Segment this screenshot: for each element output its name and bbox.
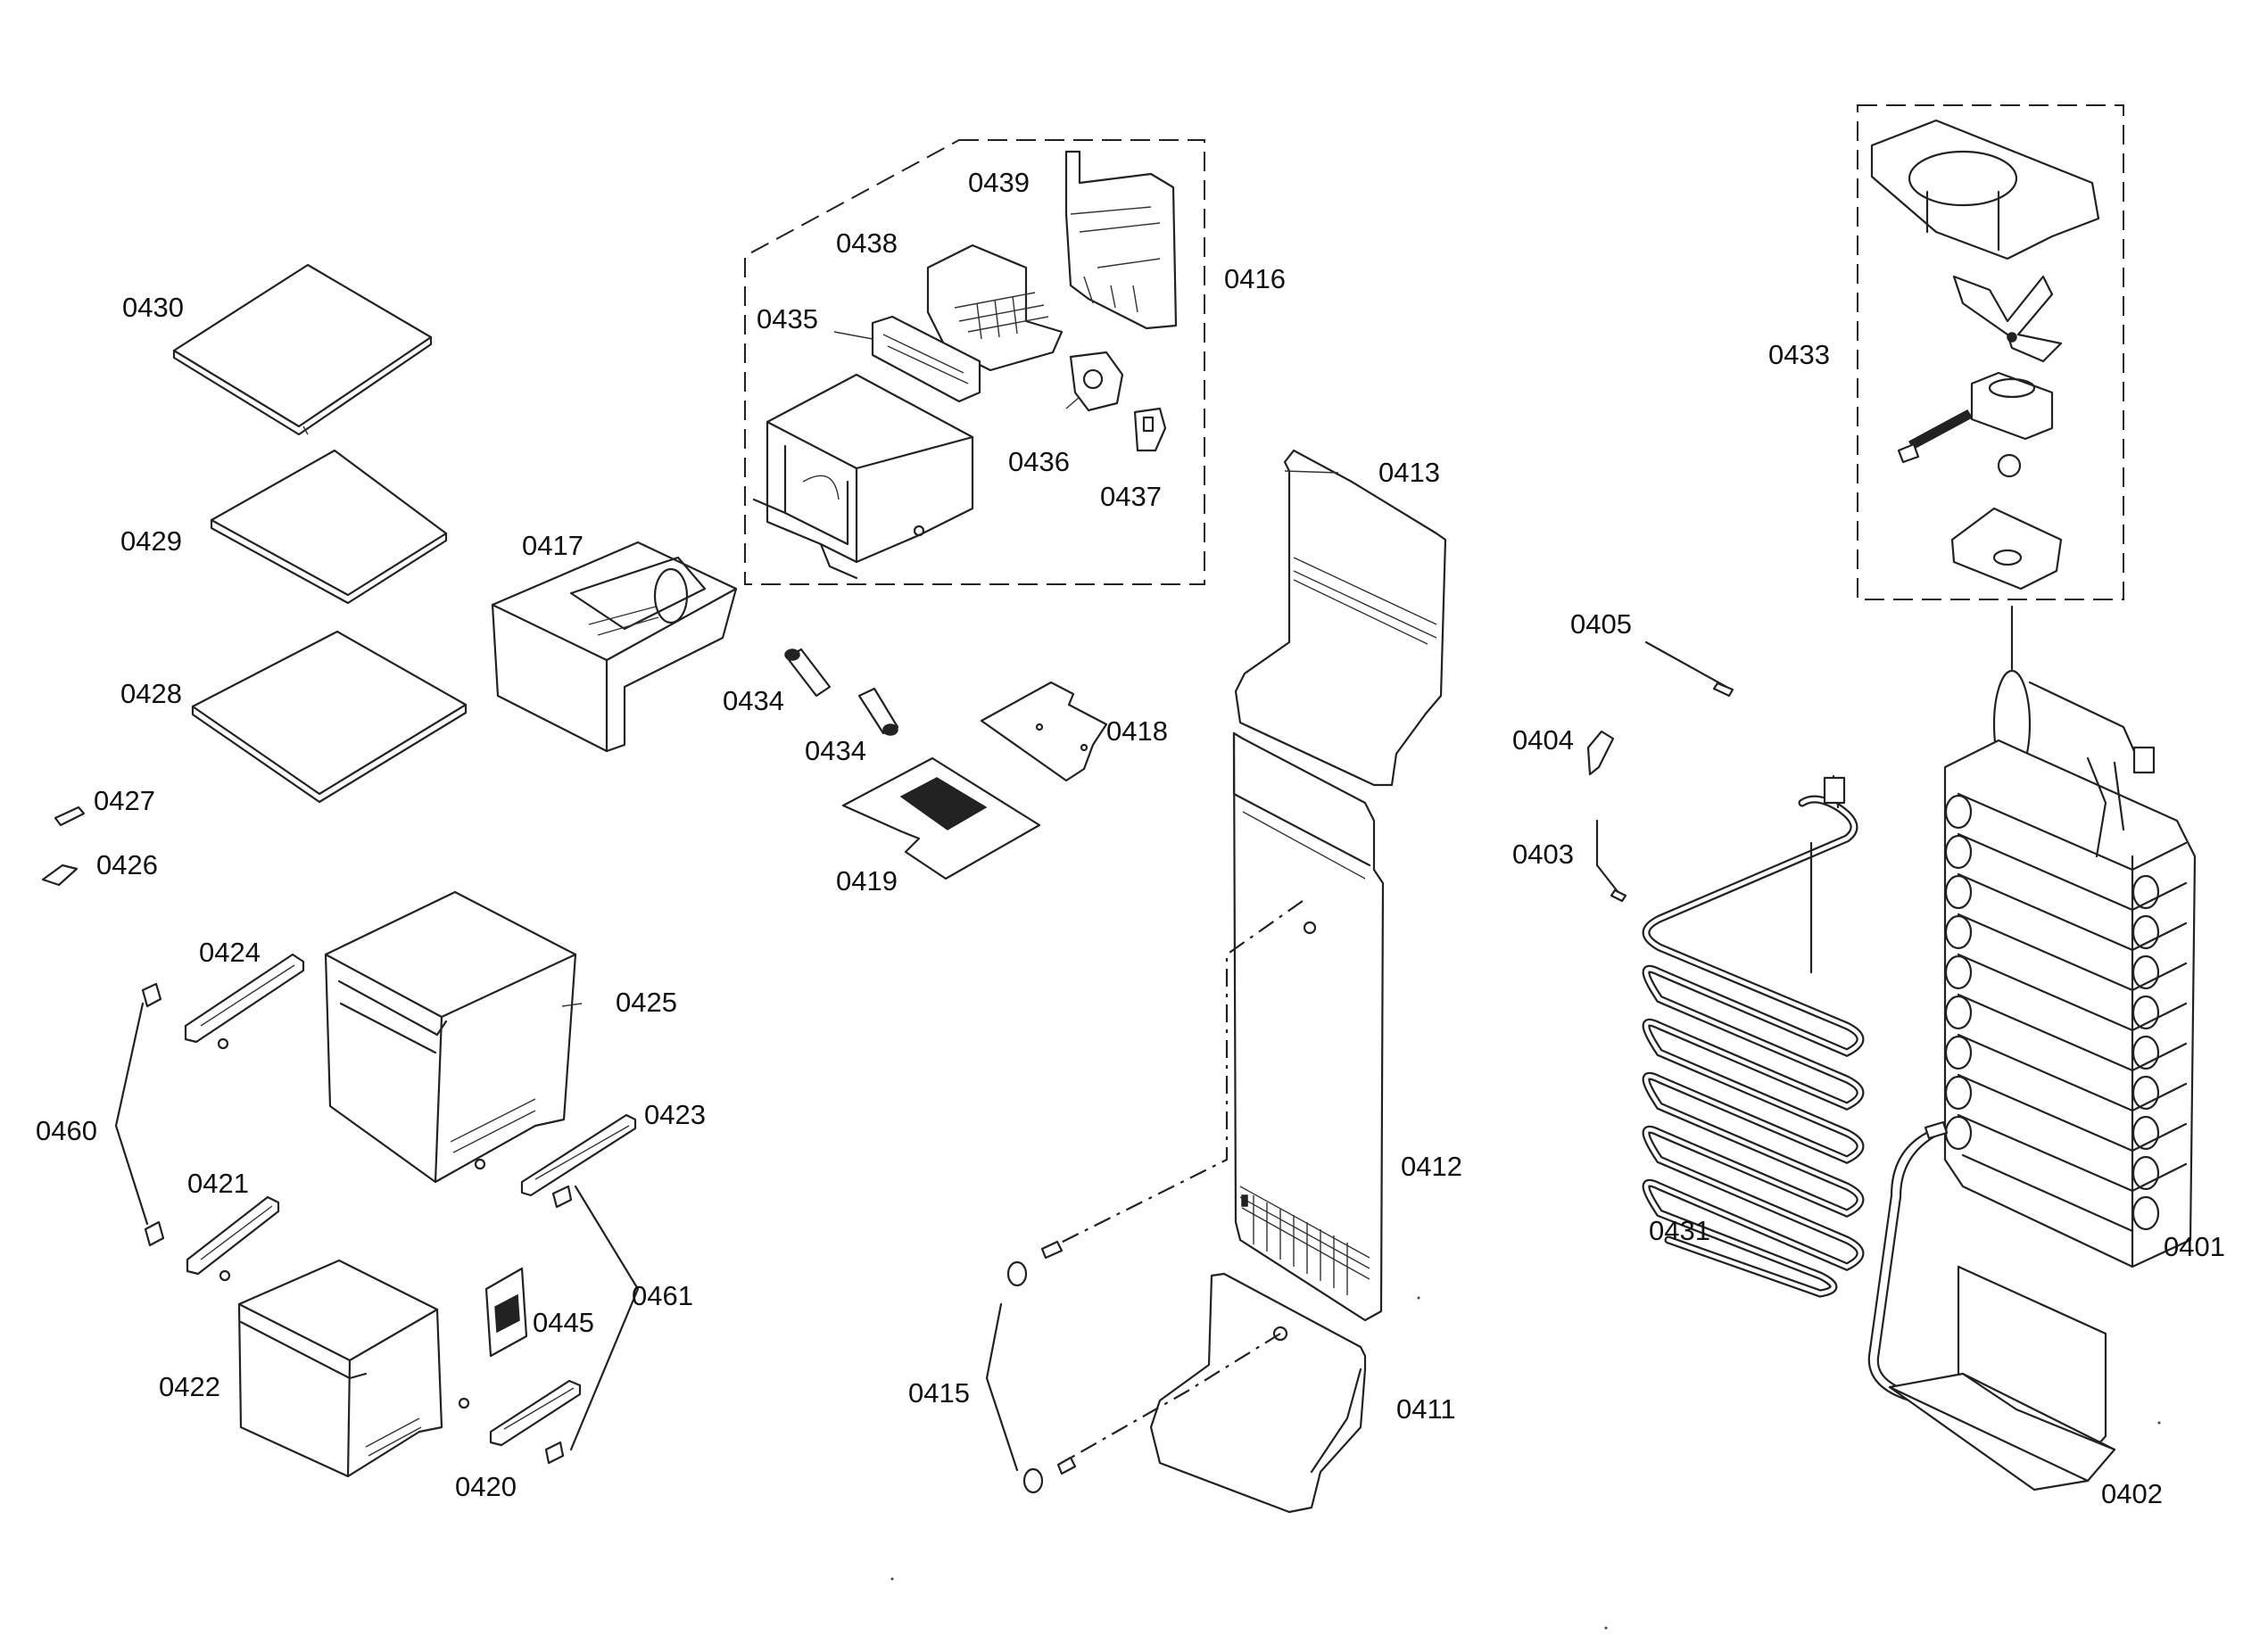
label-0429: 0429 — [120, 525, 182, 557]
stopper-0461-a — [551, 1185, 573, 1209]
label-0423: 0423 — [644, 1099, 706, 1130]
label-0425: 0425 — [616, 987, 677, 1018]
heater-0431 — [1642, 774, 1865, 1298]
drawer-0422 — [237, 1259, 443, 1478]
label-0412: 0412 — [1401, 1151, 1462, 1182]
label-0460: 0460 — [36, 1115, 97, 1146]
shelf-0430 — [172, 263, 433, 436]
icemaker-assembly-0416 — [744, 139, 1205, 585]
label-0405: 0405 — [1570, 608, 1632, 640]
cover-0411 — [1149, 1272, 1367, 1514]
rail-0424 — [184, 953, 305, 1050]
label-0404: 0404 — [1512, 724, 1574, 756]
switch-0437 — [1133, 407, 1167, 452]
label-0415: 0415 — [908, 1377, 970, 1409]
label-0420: 0420 — [455, 1471, 517, 1502]
fan-assembly-0433 — [1857, 104, 2124, 600]
stopper-0461-b — [544, 1441, 565, 1465]
label-0421: 0421 — [187, 1168, 249, 1199]
leader-0415 — [985, 1302, 1019, 1472]
drain-heater-0402 — [1867, 1120, 2116, 1491]
label-0416: 0416 — [1224, 263, 1286, 294]
speck — [2157, 1421, 2161, 1425]
screw-0415-a — [1040, 1240, 1064, 1260]
label-0418: 0418 — [1106, 715, 1168, 747]
speck — [1604, 1626, 1608, 1630]
stopper-0460-b — [144, 1220, 165, 1247]
fan-blade — [1952, 275, 2063, 363]
clip-0426 — [41, 863, 79, 887]
motor-0436 — [1069, 351, 1124, 412]
fuse-0403 — [1595, 819, 1627, 903]
label-0401: 0401 — [2164, 1231, 2225, 1262]
label-0434-b: 0434 — [805, 735, 866, 766]
sensor-0405 — [1644, 640, 1734, 698]
shelf-0428 — [191, 630, 468, 804]
label-0435: 0435 — [757, 303, 818, 335]
fan-grommet — [1997, 453, 2022, 478]
label-0439: 0439 — [968, 167, 1030, 198]
label-leaders — [561, 331, 1080, 1007]
label-0438: 0438 — [836, 227, 898, 259]
label-0437: 0437 — [1100, 481, 1162, 512]
rail-0423 — [520, 1113, 637, 1197]
label-0428: 0428 — [120, 678, 182, 709]
label-0433: 0433 — [1768, 339, 1830, 370]
screw-drawer-b — [458, 1397, 470, 1409]
label-0422: 0422 — [159, 1371, 220, 1402]
cover-0413 — [1234, 449, 1447, 787]
label-0403: 0403 — [1512, 839, 1574, 870]
panel-0412 — [1232, 731, 1385, 1322]
label-0413: 0413 — [1378, 457, 1440, 488]
screw-drawer-a — [474, 1158, 486, 1170]
shroud-plate-0435 — [871, 315, 981, 403]
auger-0434-b — [857, 687, 899, 736]
label-0426: 0426 — [96, 849, 158, 880]
leader-0460 — [114, 1002, 149, 1226]
part-labels: 0430 0429 0428 0427 0426 0424 0425 0460 … — [36, 167, 2225, 1509]
auger-0434-a — [784, 648, 832, 698]
rail-0421 — [186, 1195, 280, 1282]
label-0427: 0427 — [94, 785, 155, 816]
clip-0404 — [1586, 730, 1615, 776]
screw-0415-b — [1056, 1456, 1077, 1475]
label-0461: 0461 — [632, 1280, 693, 1311]
plate-0418 — [980, 681, 1108, 782]
shelf-0429 — [210, 449, 448, 605]
evaporator-0401 — [1943, 605, 2197, 1268]
label-0436: 0436 — [1008, 446, 1070, 477]
fan-shroud — [1870, 119, 2100, 260]
label-0434-a: 0434 — [723, 685, 784, 716]
icemaker-0438 — [926, 244, 1064, 372]
plug-0415-a — [1006, 1260, 1028, 1287]
clip-0427 — [54, 806, 86, 827]
label-0411: 0411 — [1396, 1393, 1456, 1425]
speck — [1417, 1296, 1420, 1300]
rail-0420 — [489, 1379, 582, 1447]
plate-0419 — [841, 756, 1041, 880]
leader-lines-0415 — [1047, 900, 1304, 1464]
ice-bucket-0417 — [491, 541, 738, 753]
label-0402: 0402 — [2101, 1478, 2163, 1509]
label-0424: 0424 — [199, 937, 261, 968]
label-0445: 0445 — [533, 1307, 594, 1338]
icemaker-cover-0439 — [1064, 150, 1178, 330]
ice-bin-frame — [752, 373, 974, 580]
leader-0461 — [569, 1185, 640, 1451]
stopper-0460-a — [141, 982, 162, 1008]
label-0417: 0417 — [522, 530, 584, 561]
drawer-0425 — [324, 890, 577, 1184]
label-0431: 0431 — [1649, 1215, 1710, 1246]
plug-0415-b — [1022, 1467, 1044, 1494]
fan-bracket — [1950, 507, 2063, 591]
label-0419: 0419 — [836, 865, 898, 896]
cover-0445 — [484, 1267, 528, 1358]
speck — [890, 1577, 894, 1581]
label-0430: 0430 — [122, 292, 184, 323]
fan-motor — [1897, 371, 2054, 464]
